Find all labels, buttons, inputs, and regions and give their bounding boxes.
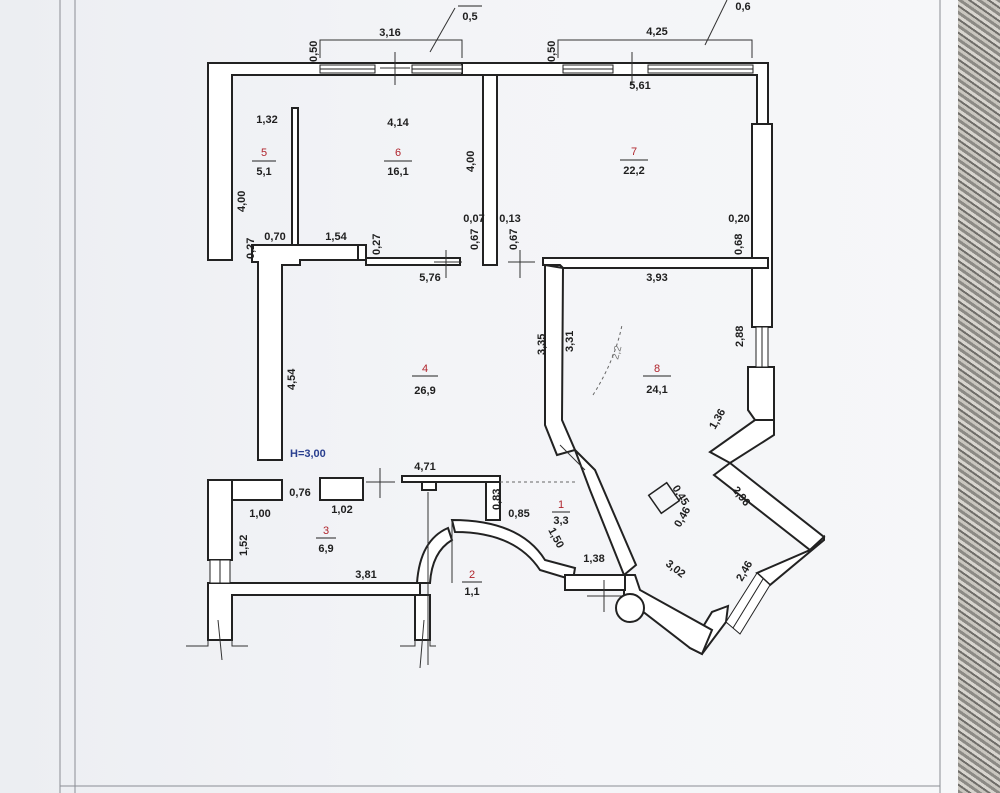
- room-7-area: 22,2: [623, 165, 644, 177]
- dim-1-36: 1,36: [707, 407, 728, 432]
- wall-right-upper: [751, 123, 773, 328]
- room-7-number: 7: [631, 146, 637, 158]
- room-6-area: 16,1: [387, 166, 408, 178]
- dim-1-32: 1,32: [256, 114, 277, 126]
- dim-0-70: 0,70: [264, 231, 285, 243]
- room-6-number: 6: [395, 147, 401, 159]
- dim-3-93: 3,93: [646, 272, 667, 284]
- dim-1-38: 1,38: [583, 553, 604, 565]
- dim-0-27-left: 0,27: [245, 238, 257, 259]
- dim-4-00-left: 4,00: [236, 191, 248, 212]
- dim-1-00: 1,00: [249, 508, 270, 520]
- dim-1-02: 1,02: [331, 504, 352, 516]
- walls: [207, 62, 826, 656]
- dim-4-25: 4,25: [646, 26, 667, 38]
- dim-0-67-right: 0,67: [508, 229, 520, 250]
- wall-right-mid: [747, 366, 775, 421]
- dim-1-50: 1,50: [545, 526, 566, 551]
- room-1-area: 3,3: [553, 515, 568, 527]
- dim-0-45: 0,45: [669, 483, 691, 508]
- wall-bottom-diagonal: [623, 574, 714, 656]
- wall-stub-right: [542, 257, 769, 269]
- windows: [209, 64, 771, 635]
- dim-0-50-left: 0,50: [308, 41, 320, 62]
- dim-0-13: 0,13: [499, 213, 520, 225]
- dim-3-35: 3,35: [536, 334, 548, 355]
- wall-bottom-left: [207, 582, 421, 641]
- wall-bottom-mid: [564, 574, 626, 591]
- wall-diag-room1: [574, 449, 638, 577]
- page-frame: [59, 0, 941, 793]
- room-3-number: 3: [323, 525, 329, 537]
- wall-stub-center: [365, 257, 461, 266]
- dim-0-07: 0,07: [463, 213, 484, 225]
- dim-2-2-handwritten: 2,2: [610, 344, 624, 361]
- dim-3-02: 3,02: [663, 558, 687, 581]
- dim-0-83: 0,83: [491, 489, 503, 510]
- wall-partition-4-8: [544, 263, 577, 457]
- dim-0-68: 0,68: [733, 234, 745, 255]
- carpet-background: [958, 0, 1000, 793]
- room-5-area: 5,1: [256, 166, 271, 178]
- dim-4-14: 4,14: [387, 117, 409, 129]
- wall-closet-a: [421, 481, 437, 491]
- room-3-area: 6,9: [318, 543, 333, 555]
- wall-curve-left: [415, 526, 454, 584]
- dim-5-76: 5,76: [419, 272, 440, 284]
- dim-1-52: 1,52: [238, 535, 250, 556]
- dim-0-20: 0,20: [728, 213, 749, 225]
- dim-0-85: 0,85: [508, 508, 529, 520]
- dim-4-00-center: 4,00: [465, 151, 477, 172]
- wall-closet-b: [485, 481, 501, 521]
- wall-room3-top-b: [319, 477, 364, 501]
- room-4-number: 4: [422, 363, 428, 375]
- room-5-number: 5: [261, 147, 267, 159]
- dim-4-54: 4,54: [286, 368, 298, 390]
- dim-3-16: 3,16: [379, 27, 400, 39]
- dim-4-71: 4,71: [414, 461, 435, 473]
- room-8-number: 8: [654, 363, 660, 375]
- wall-room3-top: [231, 479, 283, 501]
- dim-3-31: 3,31: [564, 331, 576, 352]
- wall-partition-6-7: [482, 74, 498, 266]
- room-4-area: 26,9: [414, 385, 435, 397]
- wall-angled-lower: [755, 534, 825, 587]
- dashed-guides: [500, 324, 623, 483]
- room-balcony-area: 0,5: [462, 11, 477, 23]
- wall-horizontal-mid-left: [251, 244, 359, 461]
- dimension-labels: 3,16 4,25 5,61 1,32 4,14 0,07 0,13 0,20 …: [249, 26, 749, 581]
- corner-value: 0,6: [735, 1, 750, 13]
- dim-2-88: 2,88: [734, 326, 746, 347]
- room-1-number: 1: [558, 499, 564, 511]
- construction-lines: [186, 0, 753, 669]
- dim-0-50-right: 0,50: [546, 41, 558, 62]
- dim-0-76: 0,76: [289, 487, 310, 499]
- room-2-number: 2: [469, 569, 475, 581]
- dim-0-27-right: 0,27: [371, 234, 383, 255]
- room-labels: 1 3,3 2 1,1 3 6,9 4 26,9 5 5,1 6 16,1 7 …: [252, 5, 671, 598]
- dim-3-81: 3,81: [355, 569, 376, 581]
- wall-horizontal-mid-a: [357, 244, 367, 261]
- pipe-circle: [615, 593, 645, 623]
- room-2-area: 1,1: [464, 586, 479, 598]
- wall-partition-5-6: [291, 107, 299, 249]
- wall-angled-right: [712, 461, 826, 552]
- dim-0-67-left: 0,67: [469, 229, 481, 250]
- room-8-area: 24,1: [646, 384, 667, 396]
- dim-0-46: 0,46: [672, 505, 693, 530]
- wall-left-lower: [207, 479, 233, 561]
- wall-angled-upper: [708, 419, 775, 465]
- column-square: [647, 481, 681, 515]
- dim-1-54: 1,54: [325, 231, 347, 243]
- ceiling-height-label: H=3,00: [290, 448, 326, 460]
- dim-5-61: 5,61: [629, 80, 650, 92]
